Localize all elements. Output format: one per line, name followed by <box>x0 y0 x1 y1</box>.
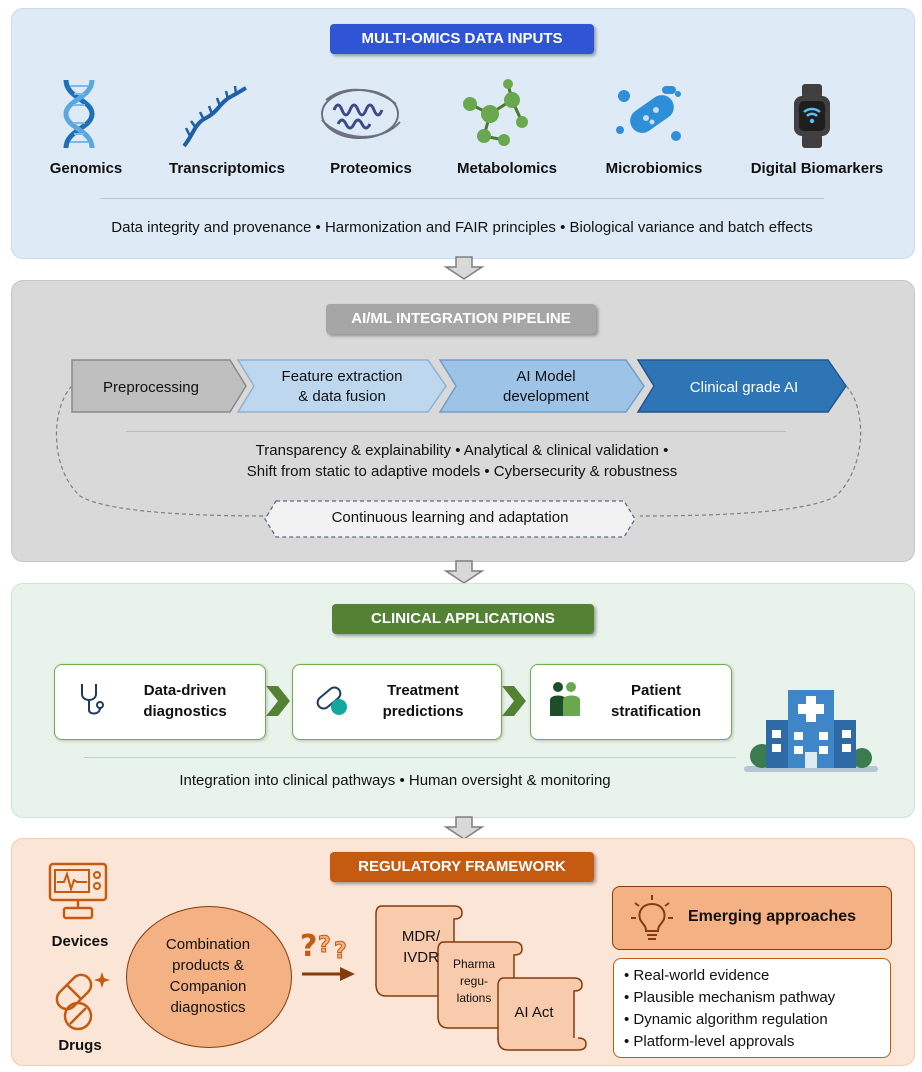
pipeline-challenges-line2: Shift from static to adaptive models • C… <box>246 463 678 480</box>
clinical-chevron-1 <box>266 686 290 716</box>
lightbulb-icon <box>631 895 673 940</box>
combination-products-circle <box>126 906 292 1048</box>
clinical-chevron-2 <box>502 686 526 716</box>
regulatory-header: REGULATORY FRAMEWORK <box>330 852 594 882</box>
pipeline-step-preprocessing: Preprocessing <box>103 379 199 396</box>
pipeline-header: AI/ML INTEGRATION PIPELINE <box>326 304 596 334</box>
regulation-scrolls <box>375 905 587 1051</box>
emerging-item: • Platform-level approvals <box>624 1033 795 1050</box>
monitor-device-icon <box>48 862 108 920</box>
omics-label-digital-biomarkers: Digital Biomarkers <box>750 160 884 177</box>
smartwatch-icon <box>794 84 830 148</box>
scroll-ai-act <box>497 977 587 1051</box>
molecule-network-icon <box>463 79 528 146</box>
pill-icon <box>316 686 347 715</box>
pipeline-step-model-shape <box>438 359 645 413</box>
emerging-approaches-title: Emerging approaches <box>688 908 857 925</box>
svg-text:?: ? <box>318 933 331 958</box>
pipeline-challenges-line1: Transparency & explainability • Analytic… <box>255 442 669 459</box>
pipeline-steps <box>71 359 847 413</box>
bacteria-icon <box>616 86 681 141</box>
clinical-header: CLINICAL APPLICATIONS <box>332 604 594 634</box>
hospital-icon <box>744 690 878 772</box>
pipeline-step-preprocessing-shape <box>71 359 247 413</box>
emerging-approaches-box <box>612 886 892 950</box>
omics-label-proteomics: Proteomics <box>330 160 412 177</box>
down-arrow-2 <box>444 560 484 584</box>
omics-label-metabolomics: Metabolomics <box>456 160 558 177</box>
drugs-label: Drugs <box>58 1037 102 1054</box>
data-inputs-header: MULTI-OMICS DATA INPUTS <box>330 24 594 54</box>
continuous-learning-loop <box>55 386 862 517</box>
down-arrow-3 <box>444 816 484 840</box>
pipeline-divider <box>126 431 786 432</box>
combination-products-label: Combination products & Companion diagnos… <box>165 936 251 1016</box>
data-inputs-challenges: Data integrity and provenance • Harmoniz… <box>111 219 813 236</box>
patients-icon <box>550 682 580 716</box>
rna-strand-icon <box>182 85 247 148</box>
emerging-item: • Dynamic algorithm regulation <box>624 1011 828 1028</box>
dna-helix-icon <box>63 79 95 149</box>
card-treatment-predictions <box>292 664 502 740</box>
scroll-mdr-ivdr-label: MDR/IVDR <box>401 928 441 966</box>
scroll-ai-act-label: AI Act <box>514 1004 554 1021</box>
pipeline-step-clinical-ai-shape <box>636 359 847 413</box>
omics-label-transcriptomics: Transcriptomics <box>169 160 285 177</box>
pipeline-step-clinical-grade-ai: Clinical grade AI <box>689 379 799 396</box>
continuous-learning-label: Continuous learning and adaptation <box>331 509 569 526</box>
pipeline-step-feature-extraction: Feature extraction& data fusion <box>281 368 403 405</box>
svg-text:?: ? <box>334 939 347 964</box>
continuous-learning-box <box>264 500 636 538</box>
omics-label-microbiomics: Microbiomics <box>605 160 703 177</box>
stethoscope-icon <box>81 684 104 715</box>
omics-label-genomics: Genomics <box>49 160 123 177</box>
pipeline-step-feature-shape <box>236 359 447 413</box>
clinical-challenges: Integration into clinical pathways • Hum… <box>179 772 611 789</box>
protein-structure-icon <box>321 88 401 139</box>
clinical-divider <box>84 757 736 758</box>
svg-text:?: ? <box>300 929 317 964</box>
emerging-approaches-list: • Real-world evidence • Plausible mechan… <box>613 958 891 1058</box>
data-inputs-divider <box>100 198 824 199</box>
emerging-item: • Plausible mechanism pathway <box>624 989 836 1006</box>
devices-label: Devices <box>51 933 109 950</box>
drug-capsule-icon <box>55 972 110 1031</box>
question-marks-icon: ? ? ? <box>300 929 347 965</box>
down-arrow-1 <box>444 256 484 280</box>
right-arrow-icon <box>302 967 355 981</box>
emerging-item: • Real-world evidence <box>624 967 770 984</box>
